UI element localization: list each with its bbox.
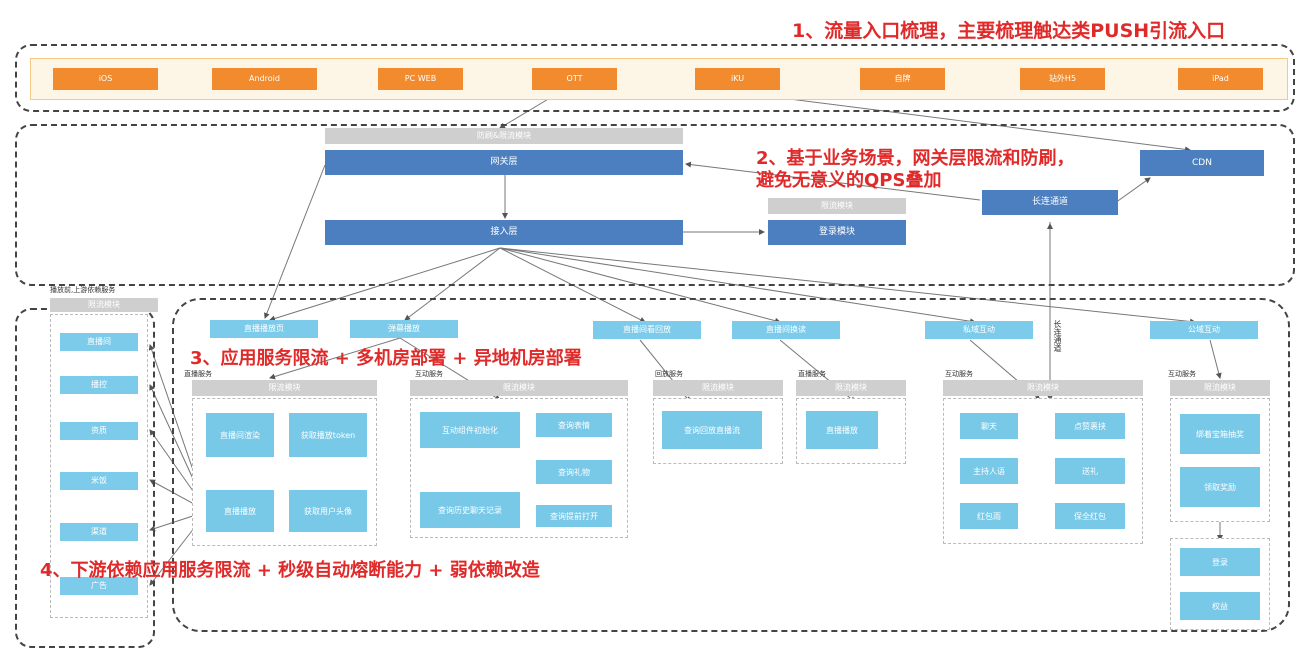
service-label: 互动服务 [1168,370,1196,378]
login-module[interactable]: 登录模块 [768,220,906,245]
service-item[interactable]: 查询礼物 [536,460,612,484]
service-label: 互动服务 [945,370,973,378]
cdn-box[interactable]: CDN [1140,150,1264,176]
long-conn-channel[interactable]: 长连通道 [982,190,1118,215]
service-limit-module: 限流模块 [410,380,628,396]
dep-item[interactable]: 播控 [60,376,138,394]
left-dependency-panel [50,314,148,618]
gateway-region [15,124,1295,286]
row-service-replay[interactable]: 直播间看回放 [593,321,701,339]
row-service-danmaku[interactable]: 弹幕播放 [350,320,458,338]
left-dependency-title: 播放前,上游依赖服务 [50,286,116,294]
service-region [172,298,1290,632]
entry-h5[interactable]: 站外H5 [1020,68,1105,90]
service-item[interactable]: 点赞裹挟 [1055,413,1125,439]
service-item[interactable]: 红包雨 [960,503,1018,529]
dep-item[interactable]: 米饭 [60,472,138,490]
entry-iku[interactable]: iKU [695,68,780,90]
entry-android[interactable]: Android [212,68,317,90]
limit-module-login: 限流模块 [768,198,906,214]
row-service-private[interactable]: 私域互动 [925,321,1033,339]
service-item[interactable]: 权益 [1180,592,1260,620]
service-item[interactable]: 聊天 [960,413,1018,439]
service-limit-module: 限流模块 [796,380,906,396]
service-item[interactable]: 直播播放 [206,490,274,532]
anti-fraud-module: 防刷&限流模块 [325,128,683,144]
service-item[interactable]: 查询回放直播流 [662,411,762,449]
service-limit-module: 限流模块 [943,380,1143,396]
service-item[interactable]: 主持人语 [960,458,1018,484]
annotation-3: 3、应用服务限流 + 多机房部署 + 异地机房部署 [190,348,582,369]
service-limit-module: 限流模块 [653,380,783,396]
annotation-1: 1、流量入口梳理，主要梳理触达类PUSH引流入口 [792,20,1226,42]
row-service-public[interactable]: 公域互动 [1150,321,1258,339]
service-item[interactable]: 登录 [1180,548,1260,576]
service-label: 直播服务 [184,370,212,378]
service-label: 直播服务 [798,370,826,378]
gateway-layer[interactable]: 网关层 [325,150,683,175]
vertical-long-conn-label: 长连通道 [1053,320,1062,352]
entry-ipad[interactable]: iPad [1178,68,1263,90]
service-item[interactable]: 查询提前打开 [536,505,612,527]
service-item[interactable]: 互动组件初始化 [420,412,520,448]
service-item[interactable]: 直播间渲染 [206,413,274,457]
entry-ott[interactable]: OTT [532,68,617,90]
annotation-2-line1: 2、基于业务场景，网关层限流和防刷， [756,148,1075,169]
row-service-live-page[interactable]: 直播播放页 [210,320,318,338]
service-item[interactable]: 获取播放token [289,413,367,457]
row-service-switch[interactable]: 直播间换读 [732,321,840,339]
dep-item[interactable]: 广告 [60,577,138,595]
entry-pc-web[interactable]: PC WEB [378,68,463,90]
service-item[interactable]: 保全红包 [1055,503,1125,529]
service-item[interactable]: 直播播放 [806,411,878,449]
annotation-2-line2: 避免无意义的QPS叠加 [756,170,942,191]
left-limit-module: 限流模块 [50,298,158,312]
entry-ios[interactable]: iOS [53,68,158,90]
service-label: 互动服务 [415,370,443,378]
access-layer[interactable]: 接入层 [325,220,683,245]
service-label: 回放服务 [655,370,683,378]
service-item[interactable]: 绑着宝箱抽奖 [1180,414,1260,454]
service-limit-module: 限流模块 [1170,380,1270,396]
dep-item[interactable]: 渠道 [60,523,138,541]
entry-region [15,44,1295,112]
service-item[interactable]: 查询历史聊天记录 [420,492,520,528]
service-item[interactable]: 送礼 [1055,458,1125,484]
service-item[interactable]: 查询表情 [536,413,612,437]
dep-item[interactable]: 直播间 [60,333,138,351]
service-limit-module: 限流模块 [192,380,377,396]
dep-item[interactable]: 资质 [60,422,138,440]
service-item[interactable]: 领取奖励 [1180,467,1260,507]
entry-zipai[interactable]: 自牌 [860,68,945,90]
service-item[interactable]: 获取用户头像 [289,490,367,532]
annotation-4: 4、下游依赖应用服务限流 + 秒级自动熔断能力 + 弱依赖改造 [40,560,540,581]
